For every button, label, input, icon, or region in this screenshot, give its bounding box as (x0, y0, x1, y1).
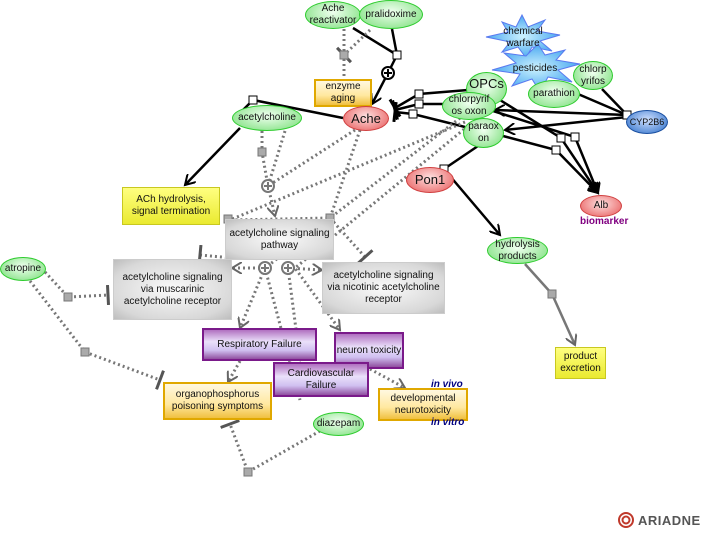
node-chlorpyrifos-oxon[interactable]: chlorpyrif os oxon (442, 92, 496, 120)
node-muscarinic-signaling[interactable]: acetylcholine signaling via muscarinic a… (113, 259, 232, 320)
edge-atropine-muscarinic (43, 270, 110, 306)
ariadne-logo: ARIADNE (617, 511, 701, 529)
and-junction-icon (261, 179, 275, 193)
node-cardiovascular-failure[interactable]: Cardiovascular Failure (273, 362, 369, 397)
node-product-excretion[interactable]: product excretion (555, 347, 606, 379)
edge-paraoxon-alb (502, 134, 598, 193)
reaction-node (80, 347, 90, 357)
node-pesticides[interactable]: pesticides (512, 63, 558, 74)
node-pon1[interactable]: Pon1 (406, 167, 454, 193)
ariadne-logo-text: ARIADNE (638, 512, 701, 528)
edge-opc-nicotinic (229, 120, 466, 265)
edge (226, 360, 242, 382)
edge (240, 267, 267, 328)
node-respiratory-failure[interactable]: Respiratory Failure (202, 328, 317, 361)
in-vitro-label: in vitro (431, 417, 465, 428)
node-hydrolysis-products[interactable]: hydrolysis products (487, 237, 548, 264)
edge-reactivation-ache (372, 54, 399, 104)
reaction-node (414, 99, 424, 109)
node-paraoxon[interactable]: paraox on (463, 118, 504, 148)
edge (286, 267, 300, 360)
node-chlorpyrifos[interactable]: chlorp yrifos (573, 61, 613, 90)
edge (369, 367, 405, 388)
reaction-node (570, 132, 580, 142)
reaction-node (556, 133, 566, 143)
reaction-node (63, 292, 73, 302)
node-ach-signaling-pathway[interactable]: acetylcholine signaling pathway (225, 219, 334, 260)
reaction-node (414, 89, 424, 99)
node-cyp2b6[interactable]: CYP2B6 (626, 110, 668, 134)
edge (263, 129, 362, 401)
reaction-node (392, 50, 402, 60)
reaction-node (547, 289, 557, 299)
reaction-node (339, 50, 349, 60)
node-developmental-neurotoxicity[interactable]: developmental neurotoxicity (378, 388, 468, 421)
reaction-node (257, 147, 267, 157)
node-atropine[interactable]: atropine (0, 257, 46, 281)
reaction-node (243, 467, 253, 477)
node-ache-reactivator[interactable]: Ache reactivator (305, 1, 361, 29)
edge (267, 128, 356, 188)
node-parathion[interactable]: parathion (528, 80, 580, 108)
and-junction-icon (281, 261, 295, 275)
node-ache[interactable]: Ache (343, 106, 389, 131)
edge-diazepam-symptoms (220, 419, 321, 475)
and-junction-icon (381, 66, 395, 80)
node-chemical-warfare[interactable]: chemical warfare (503, 26, 543, 49)
biomarker-label: biomarker (580, 216, 629, 227)
node-acetylcholine[interactable]: acetylcholine (232, 105, 302, 131)
edge-ach-hydrolysis (185, 127, 241, 185)
node-pralidoxime[interactable]: pralidoxime (359, 0, 423, 29)
node-neuron-toxicity[interactable]: neuron toxicity (334, 332, 404, 369)
edge-ach-signaling (260, 131, 275, 216)
edge-cyp-paraoxon (505, 115, 628, 130)
node-enzyme-aging[interactable]: enzyme aging (314, 79, 372, 107)
node-alb[interactable]: Alb (580, 195, 622, 217)
in-vivo-label: in vivo (431, 379, 463, 390)
edge-parathion-cyp (577, 92, 628, 117)
edge-cyp-oxon (495, 110, 628, 115)
edge-excretion (524, 263, 575, 345)
edge-reactivator (352, 26, 398, 57)
node-diazepam[interactable]: diazepam (313, 412, 364, 436)
node-nicotinic-signaling[interactable]: acetylcholine signaling via nicotinic ac… (322, 262, 445, 314)
reaction-node (551, 145, 561, 155)
and-junction-icon (258, 261, 272, 275)
ariadne-logo-icon (618, 512, 634, 528)
node-op-poisoning-symptoms[interactable]: organophosphorus poisoning symptoms (163, 382, 272, 420)
reaction-node (408, 109, 418, 119)
node-ach-hydrolysis[interactable]: ACh hydrolysis, signal termination (122, 187, 220, 225)
edge-pon1-hydrolysis (442, 144, 500, 235)
reaction-node (248, 95, 258, 105)
